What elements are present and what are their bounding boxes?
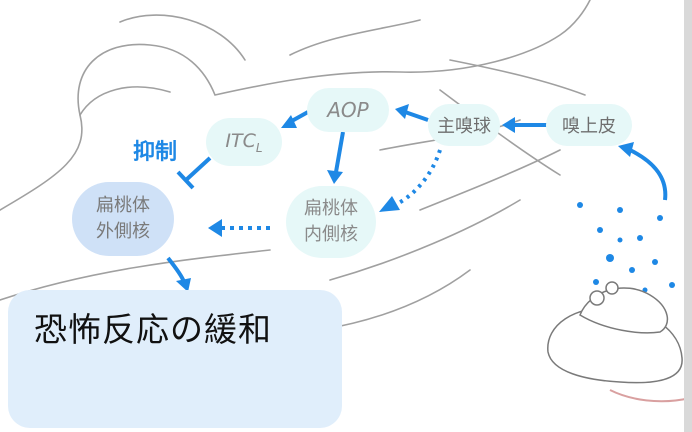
node-main-olfactory-bulb: 主嗅球 [428, 104, 500, 146]
arrow-epithelium-to-bulb [502, 117, 548, 133]
node-lateral-amygdala: 扁桃体 外側核 [72, 182, 174, 256]
result-label: 恐怖反応の緩和 [34, 310, 272, 349]
result-box [8, 290, 342, 428]
inhibition-label: 抑制 [133, 140, 178, 165]
arrow-aop-to-itc [281, 110, 309, 128]
node-aop-label: AOP [327, 98, 369, 122]
frame-edge [684, 0, 692, 432]
node-itc: ITCL [206, 118, 282, 166]
arrow-lateral-to-result [166, 256, 191, 292]
node-main-olfactory-bulb-label: 主嗅球 [437, 116, 491, 137]
node-itc-label: ITCL [225, 130, 262, 155]
rat-head-sketch [0, 0, 591, 331]
node-olfactory-epithelium: 嗅上皮 [546, 104, 632, 146]
arrow-aop-to-medial [327, 131, 345, 184]
arrow-medial-to-lateral-dotted [208, 219, 270, 237]
odor-particles [577, 202, 675, 293]
rats-illustration [547, 281, 691, 403]
node-medial-amygdala: 扁桃体 内側核 [286, 186, 376, 258]
arrow-bulb-to-aop [395, 104, 429, 122]
node-lateral-amygdala-line1: 扁桃体 [96, 195, 150, 216]
node-itc-main: ITC [225, 129, 256, 152]
node-itc-subscript: L [255, 140, 263, 155]
node-medial-amygdala-line2: 内側核 [304, 224, 358, 245]
arrow-odor-to-epithelium [618, 142, 668, 201]
node-lateral-amygdala-line2: 外側核 [96, 221, 150, 242]
node-aop: AOP [307, 88, 389, 132]
node-medial-amygdala-line1: 扁桃体 [304, 198, 358, 219]
arrow-bulb-to-medial-dotted [379, 149, 442, 212]
inhibition-line [176, 156, 212, 190]
node-olfactory-epithelium-label: 嗅上皮 [562, 116, 616, 137]
